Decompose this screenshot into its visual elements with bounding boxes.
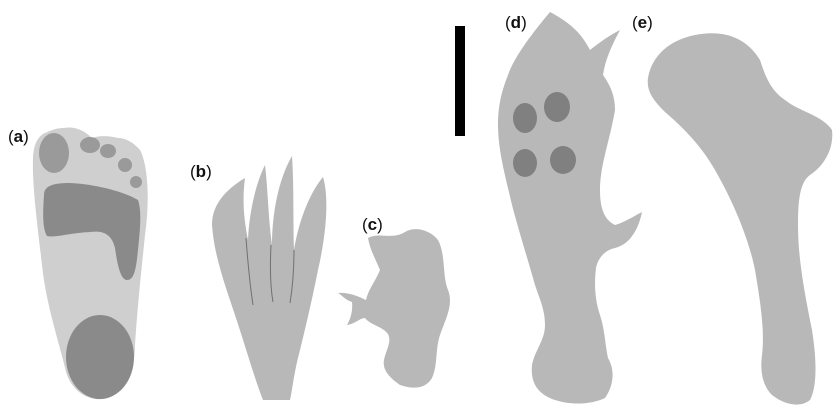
label-b-close: ) <box>206 162 212 181</box>
toe-pad-5 <box>130 176 142 188</box>
bone-d <box>498 12 642 404</box>
paw-shape <box>212 156 326 400</box>
bone-e-shape <box>648 33 833 404</box>
label-c-close: ) <box>377 215 383 234</box>
panel-label-a: (a) <box>8 128 29 145</box>
scale-bar <box>455 26 465 136</box>
big-toe-pad <box>39 133 69 173</box>
foot-outline-a <box>33 127 148 399</box>
bone-e <box>648 33 833 404</box>
bone-d-pad-1 <box>513 103 537 133</box>
label-e-close: ) <box>647 13 653 32</box>
label-b-letter: b <box>196 162 206 181</box>
bone-d-pad-4 <box>550 146 576 174</box>
bone-c <box>338 229 450 387</box>
bone-c-shape <box>338 229 450 387</box>
heel-pad <box>66 315 134 399</box>
bone-d-pad-3 <box>513 149 537 177</box>
panel-label-e: (e) <box>632 14 653 31</box>
label-e-letter: e <box>638 13 647 32</box>
toe-pad-3 <box>100 144 116 158</box>
paw-b <box>212 156 326 400</box>
bone-d-shape <box>498 12 642 404</box>
label-a-close: ) <box>23 127 29 146</box>
toe-pad-4 <box>118 158 132 172</box>
panel-label-c: (c) <box>362 216 383 233</box>
label-a-letter: a <box>14 127 23 146</box>
bone-d-pad-2 <box>544 92 570 122</box>
label-d-letter: d <box>511 13 521 32</box>
label-d-close: ) <box>521 13 527 32</box>
panel-label-b: (b) <box>190 163 212 180</box>
panel-label-d: (d) <box>505 14 527 31</box>
label-c-letter: c <box>368 215 377 234</box>
toe-pad-2 <box>80 137 100 153</box>
